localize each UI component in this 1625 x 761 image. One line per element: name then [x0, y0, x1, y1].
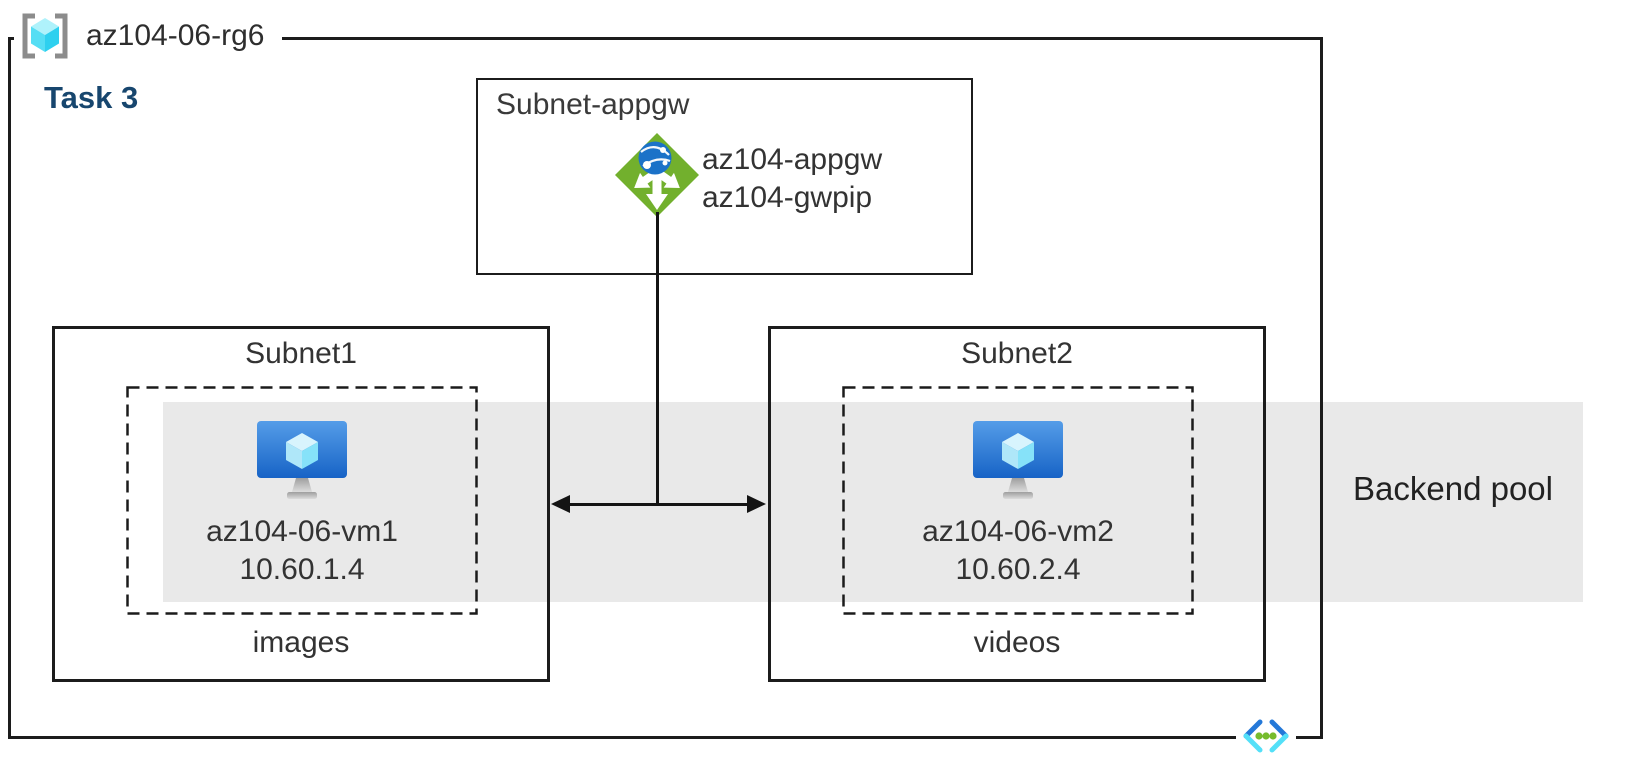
backend-pool-band: [163, 402, 1583, 602]
task-label: Task 3: [44, 80, 139, 115]
vm2-text: az104-06-vm2 10.60.2.4: [842, 513, 1194, 589]
gateway-labels: az104-appgw az104-gwpip: [702, 141, 882, 217]
subnet2-box: Subnet2: [768, 326, 1266, 682]
gateway-subnet-label: Subnet-appgw: [496, 88, 690, 121]
virtual-network-icon: [1236, 717, 1296, 755]
vm2-name: az104-06-vm2: [922, 515, 1114, 548]
subnet2-container-label: videos: [973, 626, 1061, 659]
subnet1-box: Subnet1: [52, 326, 550, 682]
gateway-public-ip: az104-gwpip: [702, 181, 873, 214]
subnet1-label: Subnet1: [245, 337, 357, 370]
subnet1-container-label: images: [252, 626, 350, 659]
virtual-machine-icon: [254, 419, 350, 503]
backend-pool-label: Backend pool: [1353, 470, 1553, 507]
subnet1-backend-dashed-box: az104-06-vm1 10.60.1.4: [126, 386, 478, 615]
application-gateway-icon: [610, 128, 706, 224]
vm1-text: az104-06-vm1 10.60.1.4: [126, 513, 478, 589]
resource-group-title: az104-06-rg6: [14, 11, 283, 61]
virtual-machine-icon: [970, 419, 1066, 503]
arrowhead-left-icon: [551, 495, 570, 513]
arrowhead-right-icon: [747, 495, 766, 513]
resource-group-icon: [18, 12, 72, 60]
resource-group-name: az104-06-rg6: [86, 19, 265, 52]
gateway-subnet-box: [476, 78, 973, 275]
subnet2-backend-dashed-box: az104-06-vm2 10.60.2.4: [842, 386, 1194, 615]
gateway-connector-line: [656, 212, 659, 505]
subnet2-label: Subnet2: [961, 337, 1073, 370]
gateway-name: az104-appgw: [702, 143, 883, 176]
subnet-double-arrow-line: [564, 503, 754, 506]
vm1-ip: 10.60.1.4: [239, 553, 365, 586]
resource-group-box: [8, 37, 1323, 739]
vm2-ip: 10.60.2.4: [955, 553, 1081, 586]
vm1-name: az104-06-vm1: [206, 515, 398, 548]
